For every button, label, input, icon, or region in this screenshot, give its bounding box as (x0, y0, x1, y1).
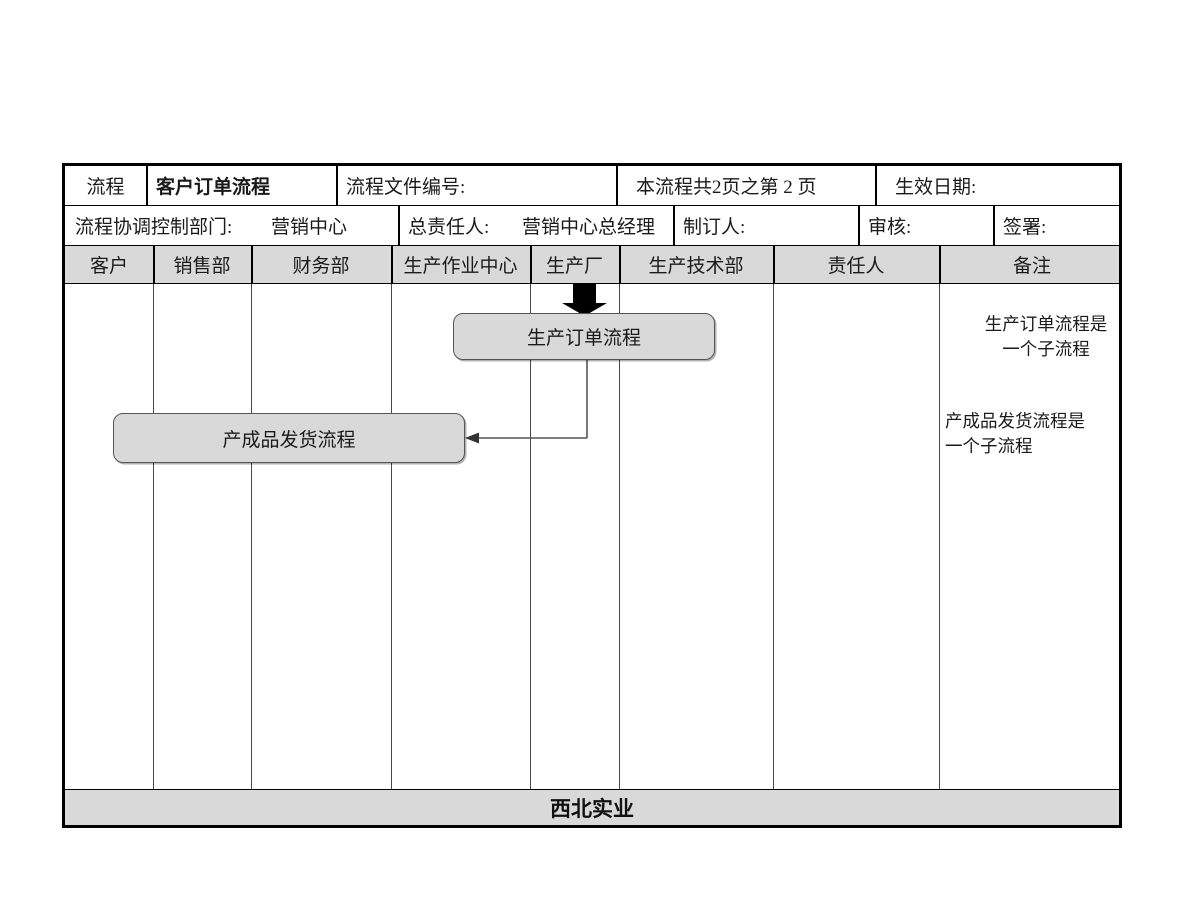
divider (858, 206, 860, 245)
lane-header-row: 客户 销售部 财务部 生产作业中心 生产厂 生产技术部 责任人 备注 (65, 246, 1119, 284)
lane-divider (251, 284, 252, 789)
lane-header-production-ops-center: 生产作业中心 (403, 256, 518, 277)
lane-divider (773, 284, 774, 789)
lane-divider (530, 284, 531, 789)
label-control-dept: 流程协调控制部门: (75, 217, 233, 238)
label-owner: 总责任人: (408, 217, 490, 238)
divider (251, 246, 253, 283)
company-footer: 西北实业 (65, 789, 1119, 825)
label-author: 制订人: (683, 217, 746, 238)
divider (153, 246, 155, 283)
process-flow-form: 流程 客户订单流程 流程文件编号: 本流程共2页之第 2 页 生效日期: 流程协… (62, 163, 1122, 828)
lane-header-production-plant: 生产厂 (545, 256, 603, 277)
divider (673, 206, 675, 245)
remark-finished-goods-shipping: 产成品发货流程是 一个子流程 (945, 411, 1085, 456)
divider (616, 166, 618, 205)
lane-header-remarks: 备注 (1012, 256, 1051, 277)
lane-header-customer: 客户 (89, 256, 128, 277)
lane-divider (391, 284, 392, 789)
flow-node-label: 生产订单流程 (526, 328, 641, 349)
label-reviewer: 审核: (868, 217, 912, 238)
control-dept-value[interactable]: 营销中心 (271, 217, 348, 238)
divider (398, 206, 400, 245)
remark-production-order: 生产订单流程是 一个子流程 (984, 314, 1108, 359)
lane-header-responsible-person: 责任人 (827, 256, 885, 277)
divider (619, 246, 621, 283)
divider (773, 246, 775, 283)
swimlane-body: 生产订单流程是 一个子流程 产成品发货流程是 一个子流程 (65, 284, 1119, 789)
divider (993, 206, 995, 245)
label-signature: 签署: (1003, 217, 1047, 238)
divider (391, 246, 393, 283)
lane-divider (619, 284, 620, 789)
divider (875, 166, 877, 205)
flow-node-label: 产成品发货流程 (222, 429, 356, 451)
lane-header-finance-dept: 财务部 (292, 256, 350, 277)
lane-divider (939, 284, 940, 789)
process-name-value[interactable]: 客户订单流程 (156, 177, 271, 198)
form-header-row-2: 流程协调控制部门: 营销中心 总责任人: 营销中心总经理 制订人: 审核: 签署… (65, 206, 1119, 246)
label-doc-number: 流程文件编号: (346, 177, 466, 198)
flow-node-finished-goods-shipping-process[interactable]: 产成品发货流程 (113, 413, 465, 463)
divider (336, 166, 338, 205)
lane-divider (153, 284, 154, 789)
owner-value[interactable]: 营销中心总经理 (522, 217, 656, 238)
label-process: 流程 (86, 177, 125, 198)
label-effective-date: 生效日期: (895, 177, 977, 198)
page-info: 本流程共2页之第 2 页 (636, 177, 817, 198)
lane-header-production-tech-dept: 生产技术部 (648, 256, 744, 277)
divider (939, 246, 941, 283)
form-header-row-1: 流程 客户订单流程 流程文件编号: 本流程共2页之第 2 页 生效日期: (65, 166, 1119, 206)
divider (146, 166, 148, 205)
divider (530, 246, 532, 283)
flow-node-production-order-process[interactable]: 生产订单流程 (453, 313, 715, 360)
lane-header-sales-dept: 销售部 (173, 256, 231, 277)
